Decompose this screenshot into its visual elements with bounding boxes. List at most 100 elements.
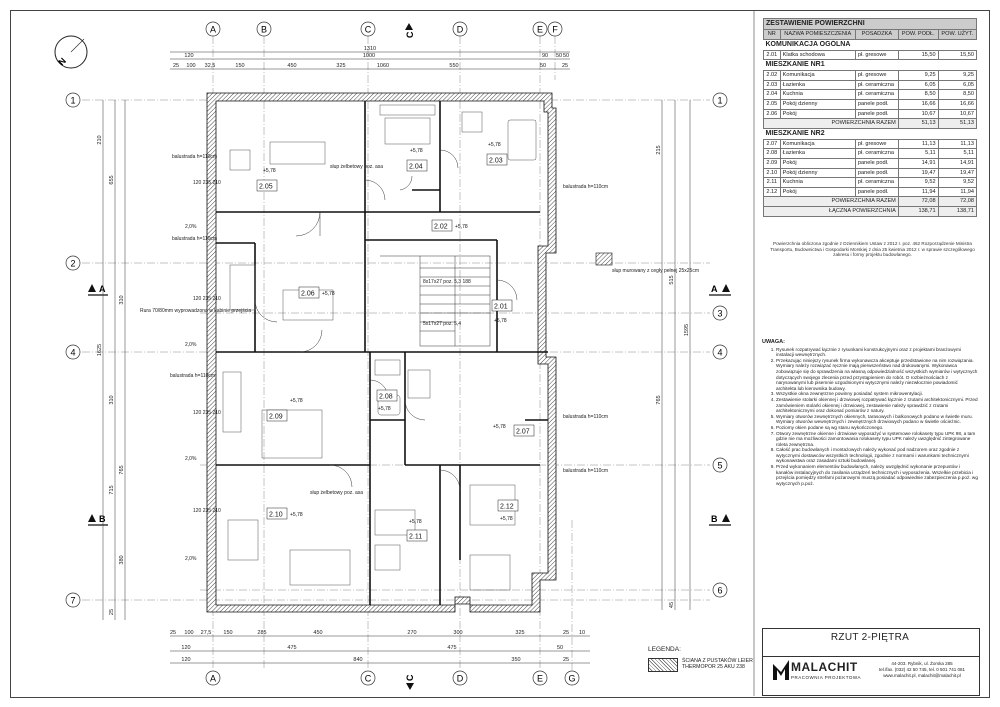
svg-text:C: C	[405, 31, 415, 38]
axis-bubble-top: E	[532, 21, 548, 37]
axis-bubble-top: B	[256, 21, 272, 37]
slope-note: 2,0%	[185, 342, 197, 348]
axis-bubble-bottom: D	[452, 670, 468, 686]
svg-text:475: 475	[287, 645, 296, 651]
svg-text:2.12: 2.12	[500, 504, 514, 511]
balustrade-note: balustrada h=110cm	[170, 373, 215, 379]
axis-bubble-right: 3	[712, 305, 728, 321]
interior-walls	[216, 101, 548, 605]
svg-text:+5,78: +5,78	[494, 318, 507, 324]
svg-text:25: 25	[109, 609, 115, 615]
axis-bubble-left: 2	[65, 255, 81, 271]
remark-item: Przekazując niniejszy rysunek firma wyko…	[776, 358, 978, 392]
dim-text-top: 1310 120 1000 90 50 50 25 100 32,5 150 4…	[173, 46, 569, 69]
svg-text:25: 25	[173, 63, 179, 69]
room-label: 2.10+5,78	[266, 507, 303, 520]
svg-text:10: 10	[579, 630, 585, 636]
svg-text:27,5: 27,5	[201, 630, 212, 636]
svg-text:+5,78: +5,78	[290, 398, 303, 404]
svg-text:2: 2	[70, 259, 75, 269]
balustrade-note: balustrada h=110cm	[172, 154, 217, 160]
svg-text:+5,78: +5,78	[378, 406, 391, 412]
legend: LEGENDA:	[648, 646, 681, 653]
svg-text:A: A	[99, 284, 106, 294]
svg-text:C: C	[365, 674, 372, 684]
svg-text:325: 325	[515, 630, 524, 636]
svg-text:840: 840	[353, 657, 362, 663]
svg-text:120: 120	[184, 53, 193, 59]
svg-text:A: A	[210, 674, 216, 684]
svg-text:2.04: 2.04	[409, 164, 423, 171]
drawing-title: RZUT 2-PIĘTRA	[830, 632, 910, 643]
svg-text:450: 450	[287, 63, 296, 69]
col-header: POW. PODŁ.	[897, 29, 939, 40]
outer-walls	[206, 92, 557, 613]
room-label: 2.04+5,78	[406, 148, 428, 172]
svg-text:2.03: 2.03	[489, 158, 503, 165]
col-header: NAZWA POMIESZCZENIA	[779, 29, 856, 40]
svg-text:380: 380	[119, 555, 125, 564]
svg-text:+5,78: +5,78	[322, 291, 335, 297]
dim-text-left: 210 655 310 1625 310 765 715 380 25	[97, 135, 125, 615]
window-note: 120 235 210	[193, 410, 221, 416]
slope-note: 2,0%	[185, 456, 197, 462]
axis-bubble-top: A	[205, 21, 221, 37]
svg-text:765: 765	[119, 465, 125, 474]
svg-text:25: 25	[563, 657, 569, 663]
section-title: MIESZKANIE NR2	[763, 127, 977, 140]
staircase	[380, 255, 491, 347]
sheet-frame	[10, 10, 990, 698]
svg-text:655: 655	[109, 175, 115, 184]
svg-text:310: 310	[109, 395, 115, 404]
column-note: słup żelbetowy poz. asa	[330, 164, 383, 170]
svg-text:B: B	[261, 25, 267, 35]
svg-text:+5,78: +5,78	[409, 519, 422, 525]
furniture	[222, 104, 537, 591]
area-calculation-note: Powierzchnia obliczona zgodnie z Dzienni…	[770, 241, 975, 258]
slope-note: 2,0%	[185, 224, 197, 230]
svg-text:3: 3	[717, 309, 722, 319]
svg-text:50: 50	[563, 53, 569, 59]
room-label: 2.01+5,78	[491, 299, 513, 324]
svg-text:2.05: 2.05	[259, 184, 273, 191]
svg-text:2.10: 2.10	[269, 512, 283, 519]
axis-bubble-right: 5	[712, 457, 728, 473]
svg-text:215: 215	[656, 145, 662, 154]
svg-text:+5,78: +5,78	[493, 424, 506, 430]
svg-text:N: N	[56, 56, 68, 68]
svg-text:G: G	[568, 674, 575, 684]
svg-text:25: 25	[170, 630, 176, 636]
svg-text:1: 1	[70, 96, 75, 106]
svg-text:6: 6	[717, 586, 722, 596]
svg-text:45: 45	[669, 602, 675, 608]
svg-text:A: A	[210, 25, 216, 35]
room-label: 2.08 +5,78	[376, 389, 398, 412]
svg-text:32,5: 32,5	[205, 63, 216, 69]
axis-bubble-right: 1	[712, 92, 728, 108]
axis-bubble-top: F	[547, 21, 563, 37]
axis-bubble-bottom: C	[360, 670, 376, 686]
pipe-note: Rura 70/80mm wyprowadzona w kabinie prze…	[140, 308, 251, 314]
remark-item: Wymiary otworów zewnętrznych okiennych, …	[776, 414, 978, 425]
axis-bubble-bottom: E	[532, 670, 548, 686]
room-labels: 2.05+5,78 2.04+5,78 2.03+5,78 2.02+5,78 …	[256, 142, 535, 542]
svg-text:1060: 1060	[377, 63, 389, 69]
svg-text:150: 150	[223, 630, 232, 636]
axis-bubble-left: 4	[65, 344, 81, 360]
svg-text:1000: 1000	[363, 53, 375, 59]
axis-bubble-right: 6	[712, 582, 728, 598]
stair-note: 5x17x27 poz. 5,4	[423, 321, 461, 327]
remark-item: Wszystkie okna zewnętrzne powinny posiad…	[776, 391, 978, 397]
svg-text:C: C	[405, 674, 415, 681]
svg-text:E: E	[537, 674, 543, 684]
malachit-logo-icon	[773, 660, 789, 680]
pillar-icon	[595, 252, 613, 266]
remark-item: Zestawienie stolarki okiennej i drzwiowe…	[776, 397, 978, 414]
axis-bubble-top: D	[452, 21, 468, 37]
legend-text: ŚCIANA Z PUSTAKÓW LEIER THERMOPOR 25 AKU…	[682, 658, 753, 671]
svg-text:2.08: 2.08	[379, 394, 393, 401]
